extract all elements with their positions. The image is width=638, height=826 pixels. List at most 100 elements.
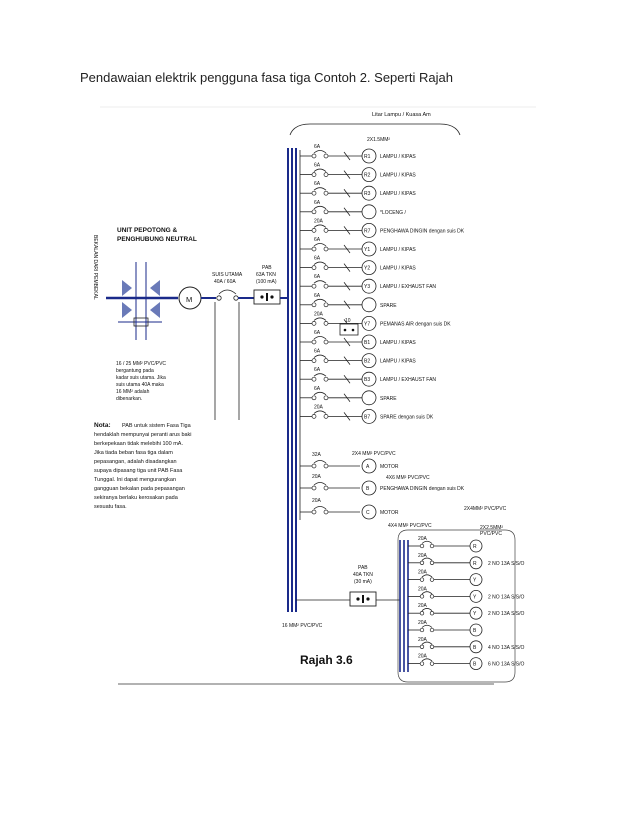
nota-block: Nota: PAB untuk sistem Fasa Tiga hendakl… (94, 422, 192, 510)
socket-node-label: R (473, 561, 477, 567)
cable-2x25-label-2: PVC/PVC (480, 531, 502, 537)
branch-circuit: 6A SPARE (300, 293, 397, 313)
cable-note: 16 / 25 MM² PVC/PVC bergantung pada kada… (116, 361, 166, 402)
sub-pab-label-2: 40A TKN (353, 572, 373, 578)
node-label: R2 (364, 173, 371, 179)
socket-node (469, 606, 483, 620)
socket-node-label: Y (473, 578, 477, 584)
breaker-contact (311, 265, 317, 270)
socket-rating: 20A (418, 586, 428, 592)
aircond-b-circuit: 20A B PENGHAWA DINGIN dengan suis DK (300, 474, 465, 496)
svg-text:Jika tiada beban fasa tiga dal: Jika tiada beban fasa tiga dalam (94, 450, 173, 456)
socket-node-label: B (473, 662, 477, 668)
svg-text:bergantung pada: bergantung pada (116, 368, 154, 374)
svg-text:20A: 20A (312, 498, 322, 504)
branch-rating: 6A (314, 367, 321, 373)
main-pab-label-2: 63A TKN (256, 272, 276, 278)
branch-rating: 6A (314, 330, 321, 336)
load-node (361, 315, 377, 331)
load-node (361, 390, 377, 406)
breaker-contact (311, 172, 317, 177)
breaker-contact (311, 228, 317, 233)
node-label: Y3 (364, 284, 370, 290)
breaker-contact (323, 172, 329, 177)
branch-circuit: 6A *LOCENG / (300, 200, 406, 220)
socket-rating: 20A (418, 637, 428, 643)
socket-node-label: B (473, 628, 477, 634)
node-label: R1 (364, 154, 371, 160)
load-node (361, 278, 377, 294)
breaker-contact (323, 283, 329, 289)
load-node (361, 371, 377, 387)
branch-rating: 20A (314, 311, 324, 317)
branch-rating: 6A (314, 200, 321, 206)
node-label: Y7 (364, 321, 370, 327)
node-label: B3 (364, 377, 370, 383)
branch-rating: 6A (314, 163, 321, 169)
main-pab-label-3: (100 mA) (256, 279, 277, 285)
socket-node (469, 590, 483, 603)
svg-text:20A: 20A (312, 474, 322, 480)
load-label: LAMPU / EXHAUST FAN (380, 377, 436, 383)
svg-text:16 / 25 MM² PVC/PVC: 16 / 25 MM² PVC/PVC (116, 361, 166, 367)
sub-pab-label-3: (30 mA) (354, 579, 372, 585)
breaker-contact (323, 376, 329, 382)
svg-text:sesuatu fasa.: sesuatu fasa. (94, 504, 127, 510)
load-label: SPARE (380, 303, 397, 309)
socket-label: 2 NO 13A S/S/O (488, 611, 525, 617)
breaker-contact (311, 246, 317, 252)
svg-text:MOTOR: MOTOR (380, 464, 399, 470)
load-label: LAMPU / KIPAS (380, 359, 416, 365)
svg-text:MOTOR: MOTOR (380, 510, 399, 516)
branch-circuit: 6A B3 LAMPU / EXHAUST FAN (300, 367, 436, 387)
load-node (361, 167, 377, 183)
branch-rating: 6A (314, 256, 321, 262)
branch-rating: 6A (314, 293, 321, 299)
svg-text:C: C (366, 510, 370, 516)
svg-text:hendaklah mempunyai peranti ar: hendaklah mempunyai peranti arus baki (94, 432, 192, 438)
breaker-contact (323, 246, 329, 252)
motor-a-circuit: 32A A MOTOR (300, 452, 399, 474)
breaker-contact (311, 153, 317, 159)
load-label: LAMPU / KIPAS (380, 247, 416, 253)
branch-rating: 20A (314, 404, 324, 410)
load-label: LAMPU / KIPAS (380, 266, 416, 272)
svg-text:Tunggal. Ini dapat mengurangka: Tunggal. Ini dapat mengurangkan (94, 477, 176, 483)
unit-label-1: UNIT PEPOTONG & (117, 227, 177, 234)
socket-label: 6 NO 13A S/S/O (488, 662, 525, 668)
breaker-contact (311, 414, 317, 419)
branch-rating: 6A (314, 181, 321, 187)
y7-isolator (339, 323, 359, 336)
svg-text:suis utama 40A maka: suis utama 40A maka (116, 382, 164, 388)
cable-4x4-label: 4X4 MM² PVC/PVC (388, 523, 432, 529)
socket-circuit: 20A R 2 NO 13A S/S/O (408, 553, 525, 570)
load-label: *LOCENG / (380, 210, 406, 216)
circuit-brace (289, 123, 461, 136)
breaker-contact (323, 209, 329, 215)
breaker-contact (311, 376, 317, 382)
socket-node-label: R (473, 544, 477, 550)
cable-2x4b-label: 2X4MM² PVC/PVC (464, 506, 507, 512)
breaker-contact (323, 228, 329, 233)
socket-node-label: B (473, 645, 477, 651)
breaker-contact (323, 395, 329, 401)
main-switch-label-1: SUIS UTAMA (212, 272, 243, 278)
socket-label: 2 NO 13A S/S/O (488, 561, 525, 567)
socket-rating: 20A (418, 553, 428, 559)
svg-text:B: B (366, 486, 370, 492)
load-node (361, 241, 377, 257)
branch-rating: 20A (314, 218, 324, 224)
socket-node (469, 573, 483, 586)
